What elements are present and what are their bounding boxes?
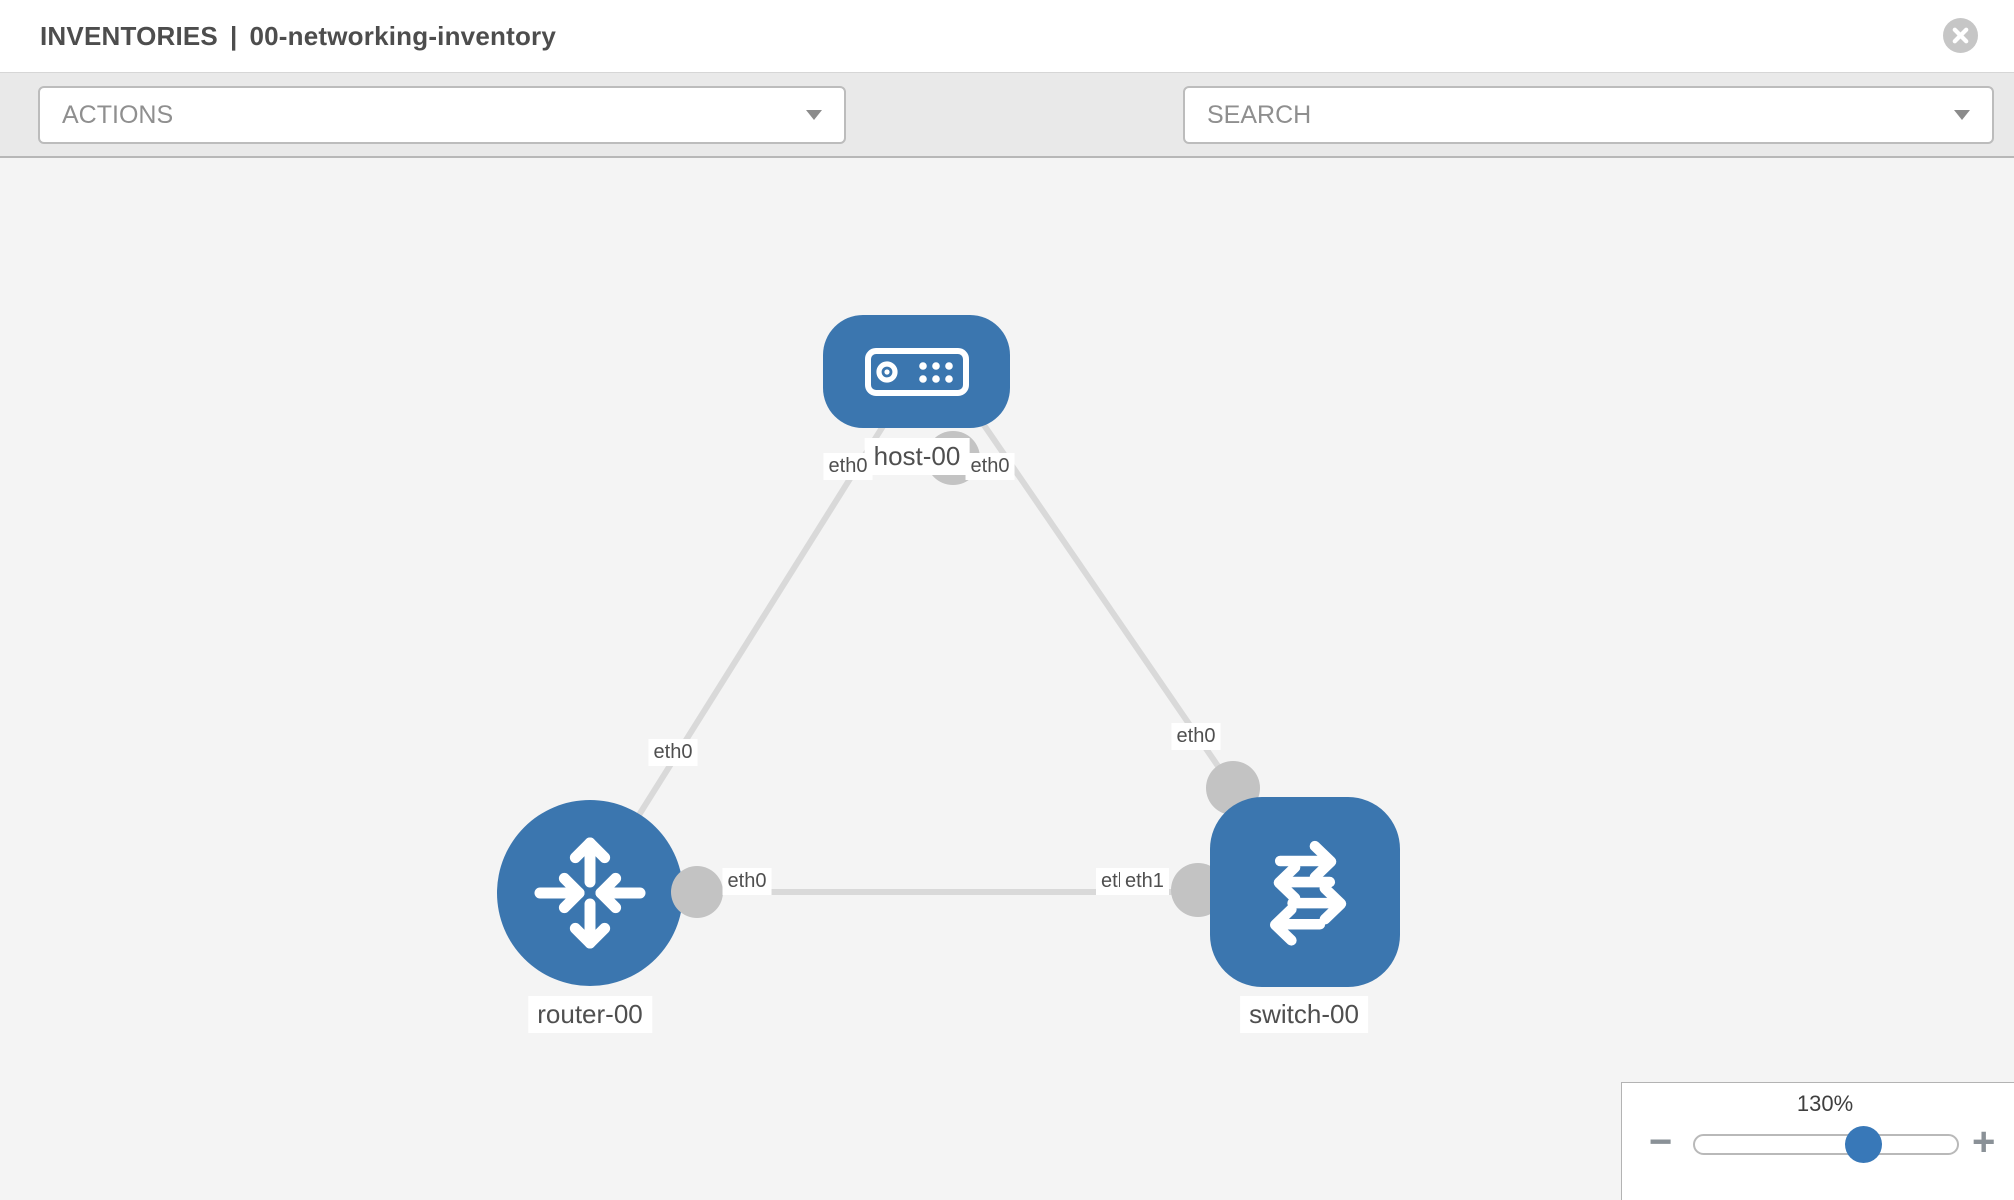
iface-label-switch-top: eth0 bbox=[1171, 723, 1221, 750]
iface-label-host-left: eth0 bbox=[823, 453, 873, 480]
node-label-switch: switch-00 bbox=[1240, 996, 1368, 1033]
breadcrumb-section: INVENTORIES bbox=[40, 20, 218, 51]
node-host[interactable] bbox=[823, 315, 1010, 428]
search-select-label: SEARCH bbox=[1207, 100, 1312, 129]
close-button[interactable] bbox=[1943, 18, 1978, 53]
actions-select[interactable]: ACTIONS bbox=[38, 86, 846, 144]
zoom-level: 130% bbox=[1796, 1091, 1854, 1116]
chevron-down-icon bbox=[806, 110, 822, 120]
close-icon bbox=[1952, 27, 1969, 44]
page-header: INVENTORIES | 00-networking-inventory bbox=[0, 0, 2014, 72]
zoom-slider[interactable] bbox=[1693, 1134, 1959, 1155]
toolbar: ACTIONS SEARCH bbox=[0, 72, 2014, 203]
iface-label-router-switch-left: eth0 bbox=[722, 868, 772, 895]
chevron-down-icon bbox=[1954, 110, 1970, 120]
zoom-in-button[interactable]: + bbox=[1972, 1120, 1996, 1164]
switch-icon bbox=[1269, 840, 1347, 946]
node-router[interactable] bbox=[497, 800, 683, 986]
page-title: INVENTORIES | 00-networking-inventory bbox=[40, 0, 556, 72]
node-switch[interactable] bbox=[1210, 797, 1400, 987]
breadcrumb-separator: | bbox=[229, 20, 238, 51]
zoom-slider-knob[interactable] bbox=[1845, 1126, 1882, 1163]
node-label-host: host-00 bbox=[864, 438, 970, 475]
iface-label-router-switch-front: eth1 bbox=[1120, 868, 1169, 895]
router-icon bbox=[534, 837, 646, 949]
host-icon bbox=[864, 347, 969, 396]
iface-label-host-router: eth0 bbox=[648, 739, 698, 766]
topology-links bbox=[587, 370, 1300, 895]
actions-select-label: ACTIONS bbox=[62, 100, 174, 129]
search-select[interactable]: SEARCH bbox=[1183, 86, 1994, 144]
node-label-router: router-00 bbox=[528, 996, 652, 1033]
zoom-out-button[interactable]: − bbox=[1649, 1120, 1673, 1164]
topology-canvas[interactable]: host-00 router-00 switch-00 eth0 eth0 et… bbox=[0, 158, 2014, 1200]
interface-dot-router bbox=[671, 866, 723, 918]
iface-label-host-right: eth0 bbox=[965, 453, 1015, 480]
zoom-panel: 130% − + bbox=[1621, 1082, 2014, 1200]
inventory-name: 00-networking-inventory bbox=[249, 20, 557, 51]
